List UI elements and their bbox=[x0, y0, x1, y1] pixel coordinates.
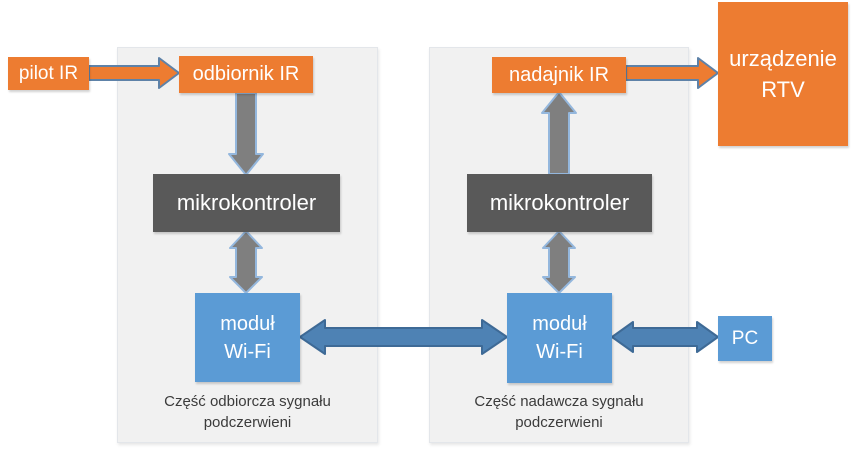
node-modul-wifi-tx-label-line2: Wi-Fi bbox=[536, 341, 583, 363]
node-nadajnik-ir: nadajnik IR bbox=[492, 57, 626, 93]
panel-transmitter-caption: Część nadawcza sygnału podczerwieni bbox=[430, 391, 688, 442]
node-modul-wifi-tx-label-line1: moduł bbox=[532, 313, 587, 335]
node-mikrokontroler-tx-label: mikrokontroler bbox=[489, 190, 630, 215]
panel-receiver-caption-line1: Część odbiorcza sygnału bbox=[164, 393, 331, 410]
node-pilot-ir: pilot IR bbox=[8, 57, 89, 90]
arrow-mikrokontroler-wifi-tx-bidirectional bbox=[542, 230, 576, 294]
node-urzadzenie-rtv: urządzenie RTV bbox=[718, 2, 848, 146]
node-mikrokontroler-rx-label: mikrokontroler bbox=[176, 190, 317, 215]
panel-receiver-caption-line2: podczerwieni bbox=[203, 414, 292, 431]
node-mikrokontroler-rx: mikrokontroler bbox=[153, 174, 340, 232]
node-pc-label: PC bbox=[731, 327, 759, 349]
panel-receiver-caption: Część odbiorcza sygnału podczerwieni bbox=[118, 391, 377, 442]
node-pc: PC bbox=[718, 316, 772, 361]
panel-transmitter-caption-line2: podczerwieni bbox=[515, 414, 603, 431]
node-mikrokontroler-tx: mikrokontroler bbox=[467, 174, 652, 232]
node-odbiornik-ir: odbiornik IR bbox=[179, 56, 313, 93]
panel-transmitter-caption-line1: Część nadawcza sygnału bbox=[474, 393, 644, 410]
node-urzadzenie-rtv-label-line1: urządzenie bbox=[729, 46, 837, 71]
node-pilot-ir-label: pilot IR bbox=[18, 62, 79, 84]
arrow-nadajnik-to-rtv bbox=[625, 57, 719, 89]
arrow-odbiornik-to-mikrokontroler bbox=[228, 92, 264, 176]
arrow-wifi-rx-wifi-tx-bidirectional bbox=[299, 319, 508, 355]
arrow-mikrokontroler-wifi-rx-bidirectional bbox=[229, 230, 263, 294]
arrow-mikrokontroler-to-nadajnik bbox=[541, 91, 577, 175]
node-modul-wifi-rx-label-line1: moduł bbox=[220, 312, 275, 335]
arrow-pilot-to-odbiornik bbox=[88, 57, 180, 89]
node-odbiornik-ir-label: odbiornik IR bbox=[192, 63, 300, 85]
node-nadajnik-ir-label: nadajnik IR bbox=[508, 63, 610, 86]
node-modul-wifi-rx-label-line2: Wi-Fi bbox=[224, 340, 271, 363]
node-urzadzenie-rtv-label-line2: RTV bbox=[761, 77, 805, 102]
node-modul-wifi-rx: moduł Wi-Fi bbox=[195, 293, 300, 382]
node-modul-wifi-tx: moduł Wi-Fi bbox=[507, 293, 612, 383]
arrow-wifi-tx-pc-bidirectional bbox=[611, 321, 719, 353]
